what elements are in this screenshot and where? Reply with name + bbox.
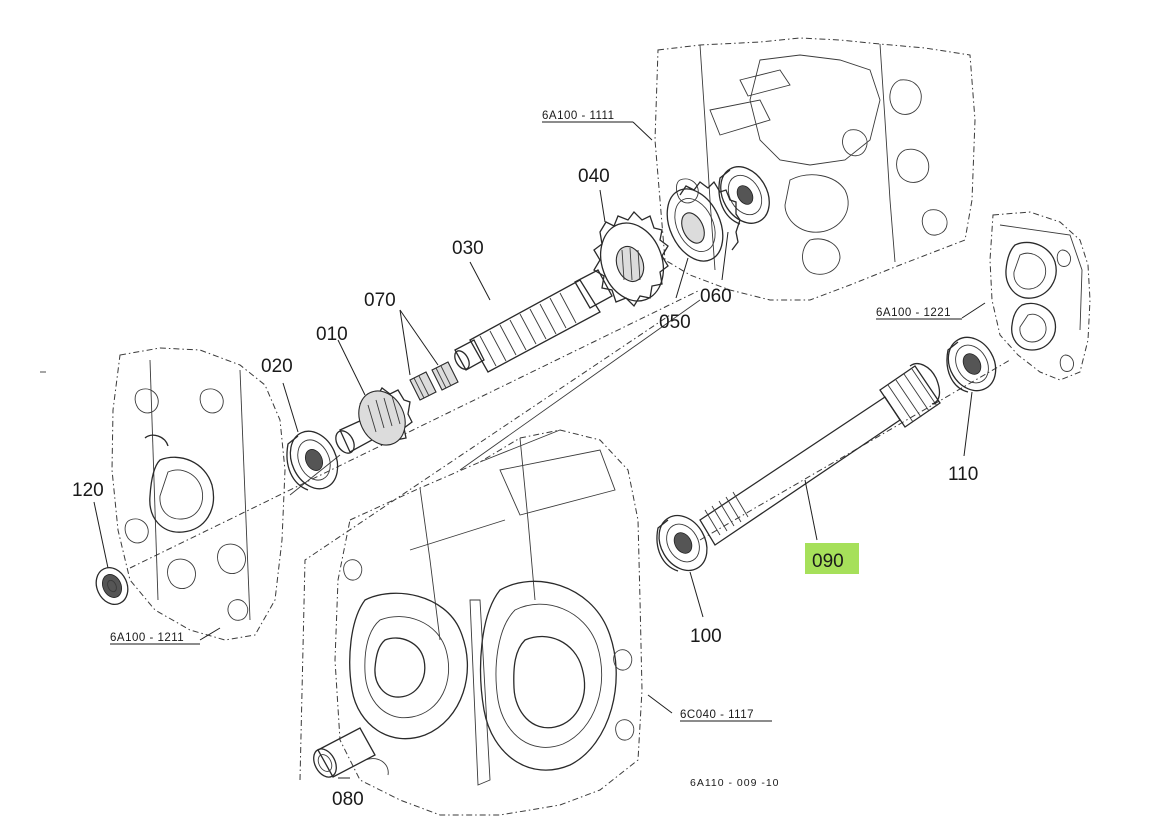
label-080[interactable]: 080	[332, 789, 364, 810]
label-100[interactable]: 100	[690, 626, 722, 647]
label-010[interactable]: 010	[316, 324, 348, 345]
gear-010	[335, 387, 413, 454]
label-090[interactable]: 090	[812, 551, 844, 572]
leader-lines	[93, 121, 986, 779]
label-030[interactable]: 030	[452, 238, 484, 259]
ref-label-6c040-1117[interactable]: 6C040 - 1117	[680, 709, 754, 721]
upper-transmission-case	[654, 37, 976, 301]
main-transmission-case	[334, 429, 643, 816]
label-050[interactable]: 050	[659, 312, 691, 333]
right-end-cover	[989, 211, 1091, 381]
ref-label-6a100-1111[interactable]: 6A100 - 1111	[542, 110, 615, 122]
label-110[interactable]: 110	[948, 464, 978, 485]
oil-seal-120	[95, 567, 129, 605]
label-120[interactable]: 120	[72, 480, 104, 501]
figure-code: 6A110 - 009 -10	[690, 777, 780, 789]
needle-bearings-070	[409, 361, 459, 401]
shaft-090	[699, 363, 941, 546]
ref-label-6a100-1221[interactable]: 6A100 - 1221	[876, 307, 951, 319]
bearing-110	[946, 336, 997, 393]
bearing-020	[286, 430, 339, 491]
ref-label-6a100-1211[interactable]: 6A100 - 1211	[110, 632, 184, 644]
highlight-box-090	[805, 543, 859, 574]
shaft-030	[454, 269, 613, 373]
label-070[interactable]: 070	[364, 290, 396, 311]
gear-040	[593, 211, 669, 308]
bearing-100	[656, 514, 708, 572]
label-020[interactable]: 020	[261, 356, 293, 377]
label-040[interactable]: 040	[578, 166, 610, 187]
bearing-060	[718, 166, 770, 225]
label-060[interactable]: 060	[700, 286, 732, 307]
gear-050	[666, 180, 741, 262]
left-end-cover	[111, 347, 286, 641]
bushing-080	[313, 727, 376, 778]
